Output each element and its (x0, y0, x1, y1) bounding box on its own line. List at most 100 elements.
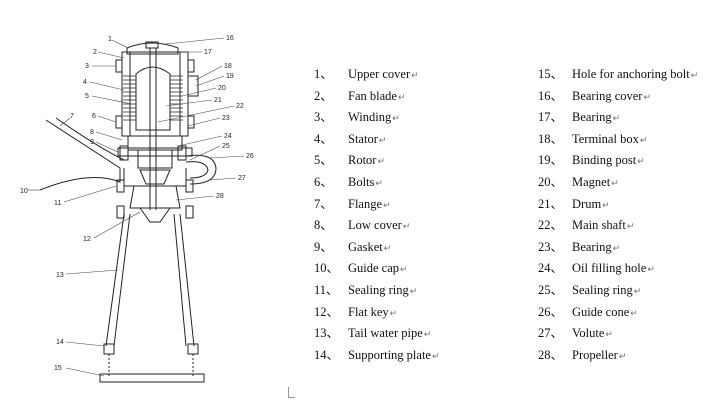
legend-item: 8、Low cover↵ (314, 215, 534, 237)
callout-9: 9 (90, 139, 94, 146)
legend-number: 26、 (538, 304, 564, 319)
legend-number: 15、 (538, 67, 564, 81)
return-mark-icon: ↵ (605, 329, 613, 340)
legend-number: 25、 (538, 282, 564, 297)
legend-label: Winding (348, 110, 392, 125)
return-mark-icon: ↵ (618, 350, 627, 361)
legend-number: 4、 (314, 131, 333, 146)
legend-label: Bearing (572, 239, 612, 254)
parts-legend-right: 15、 Hole for anchoring bolt ↵ 16、Bearing c… (538, 64, 714, 366)
legend-item: 16、Bearing cover↵ (538, 86, 714, 108)
legend-item: 2、Fan blade↵ (314, 86, 534, 108)
legend-number: 2、 (314, 88, 333, 103)
legend-item: 6、Bolts↵ (314, 172, 534, 194)
return-mark-icon: ↵ (392, 113, 400, 124)
legend-item: 4、Stator↵ (314, 129, 534, 151)
legend-label: Flat key (348, 304, 389, 319)
return-mark-icon: ↵ (611, 177, 619, 188)
return-mark-icon: ↵ (643, 91, 651, 102)
legend-label: Main shaft (572, 218, 626, 233)
legend-item: 21、Drum↵ (538, 194, 714, 216)
legend-item: 23、 Bearing↵ (538, 237, 714, 259)
return-mark-icon: ↵ (377, 156, 386, 167)
legend-number: 19、 (538, 153, 564, 168)
legend-item: 11、Sealing ring↵ (314, 280, 534, 302)
legend-number: 8、 (314, 218, 333, 233)
legend-label: Tail water pipe (348, 326, 423, 341)
callout-20: 20 (218, 85, 226, 92)
legend-number: 10、 (314, 261, 340, 276)
legend-item: 20、Magnet↵ (538, 172, 714, 194)
callout-4: 4 (83, 79, 87, 86)
return-mark-icon: ↵ (383, 242, 392, 253)
return-mark-icon: ↵ (383, 199, 391, 210)
legend-label: Low cover (348, 218, 402, 233)
return-mark-icon: ↵ (423, 329, 432, 340)
return-mark-icon: ↵ (612, 242, 621, 253)
legend-label: Propeller (572, 347, 618, 362)
legend-item: 25、 Sealing ring↵ (538, 280, 714, 302)
callout-7: 7 (70, 113, 74, 120)
callout-11: 11 (54, 200, 61, 207)
legend-item: 17、Bearing↵ (538, 107, 714, 129)
legend-label: Sealing ring (348, 282, 409, 297)
legend-label: Fan blade (348, 88, 397, 103)
legend-label: Guide cone (572, 304, 630, 319)
return-mark-icon: ↵ (431, 350, 440, 361)
callout-12: 12 (83, 236, 91, 243)
legend-label: Sealing ring (572, 282, 633, 297)
legend-label: Supporting plate (348, 347, 431, 362)
legend-item: 7、 Flange↵ (314, 194, 534, 216)
callout-1: 1 (108, 36, 112, 43)
legend-label: Rotor (348, 153, 377, 168)
page-corner-mark (288, 387, 295, 398)
callout-23: 23 (222, 115, 230, 122)
legend-item: 9、 Gasket↵ (314, 237, 534, 259)
callout-27: 27 (238, 175, 246, 182)
callout-25: 25 (222, 143, 230, 150)
legend-item: 27、Volute↵ (538, 323, 714, 345)
parts-legend-left: 1、Upper cover↵ 2、Fan blade↵ 3、Winding↵ 4… (314, 64, 534, 366)
return-mark-icon: ↵ (639, 134, 648, 145)
legend-number: 23、 (538, 239, 564, 254)
callout-17: 17 (204, 49, 212, 56)
return-mark-icon: ↵ (626, 221, 635, 232)
legend-label: Hole for anchoring bolt (572, 67, 690, 81)
legend-item: 1、Upper cover↵ (314, 64, 534, 86)
callout-10: 10 (20, 188, 28, 195)
legend-number: 11、 (314, 282, 339, 297)
return-mark-icon: ↵ (630, 307, 638, 318)
return-mark-icon: ↵ (411, 70, 419, 80)
return-mark-icon: ↵ (633, 285, 642, 296)
return-mark-icon: ↵ (378, 134, 387, 145)
return-mark-icon: ↵ (647, 264, 655, 275)
turbine-cross-section-diagram: 1 2 3 4 5 6 7 8 9 10 11 12 13 14 15 16 1… (20, 35, 254, 383)
return-mark-icon: ↵ (612, 113, 621, 124)
legend-number: 3、 (314, 110, 333, 125)
legend-label: Upper cover (348, 67, 411, 81)
legend-label: Terminal box (572, 131, 639, 146)
return-mark-icon: ↵ (389, 307, 398, 318)
legend-label: Oil filling hole (572, 261, 647, 276)
return-mark-icon: ↵ (375, 177, 383, 188)
legend-item: 14、Supporting plate↵ (314, 345, 534, 367)
legend-label: Bearing cover (572, 88, 643, 103)
legend-label: Guide cap (348, 261, 400, 276)
legend-number: 9、 (314, 239, 333, 254)
legend-number: 17、 (538, 110, 564, 125)
legend-number: 7、 (314, 196, 333, 211)
legend-label: Flange (348, 196, 383, 211)
legend-number: 6、 (314, 174, 333, 189)
legend-item: 18、Terminal box↵ (538, 129, 714, 151)
callout-16: 16 (226, 35, 234, 42)
legend-item: 13、 Tail water pipe↵ (314, 323, 534, 345)
legend-number: 13、 (314, 326, 340, 341)
legend-item: 15、Hole for anchoring bolt↵ (538, 64, 714, 86)
legend-item: 10、Guide cap↵ (314, 258, 534, 280)
callout-18: 18 (224, 63, 232, 70)
callout-14: 14 (56, 339, 64, 346)
legend-label: Gasket (348, 239, 383, 254)
callout-2: 2 (93, 49, 97, 56)
legend-item: 24、Oil filling hole↵ (538, 258, 714, 280)
